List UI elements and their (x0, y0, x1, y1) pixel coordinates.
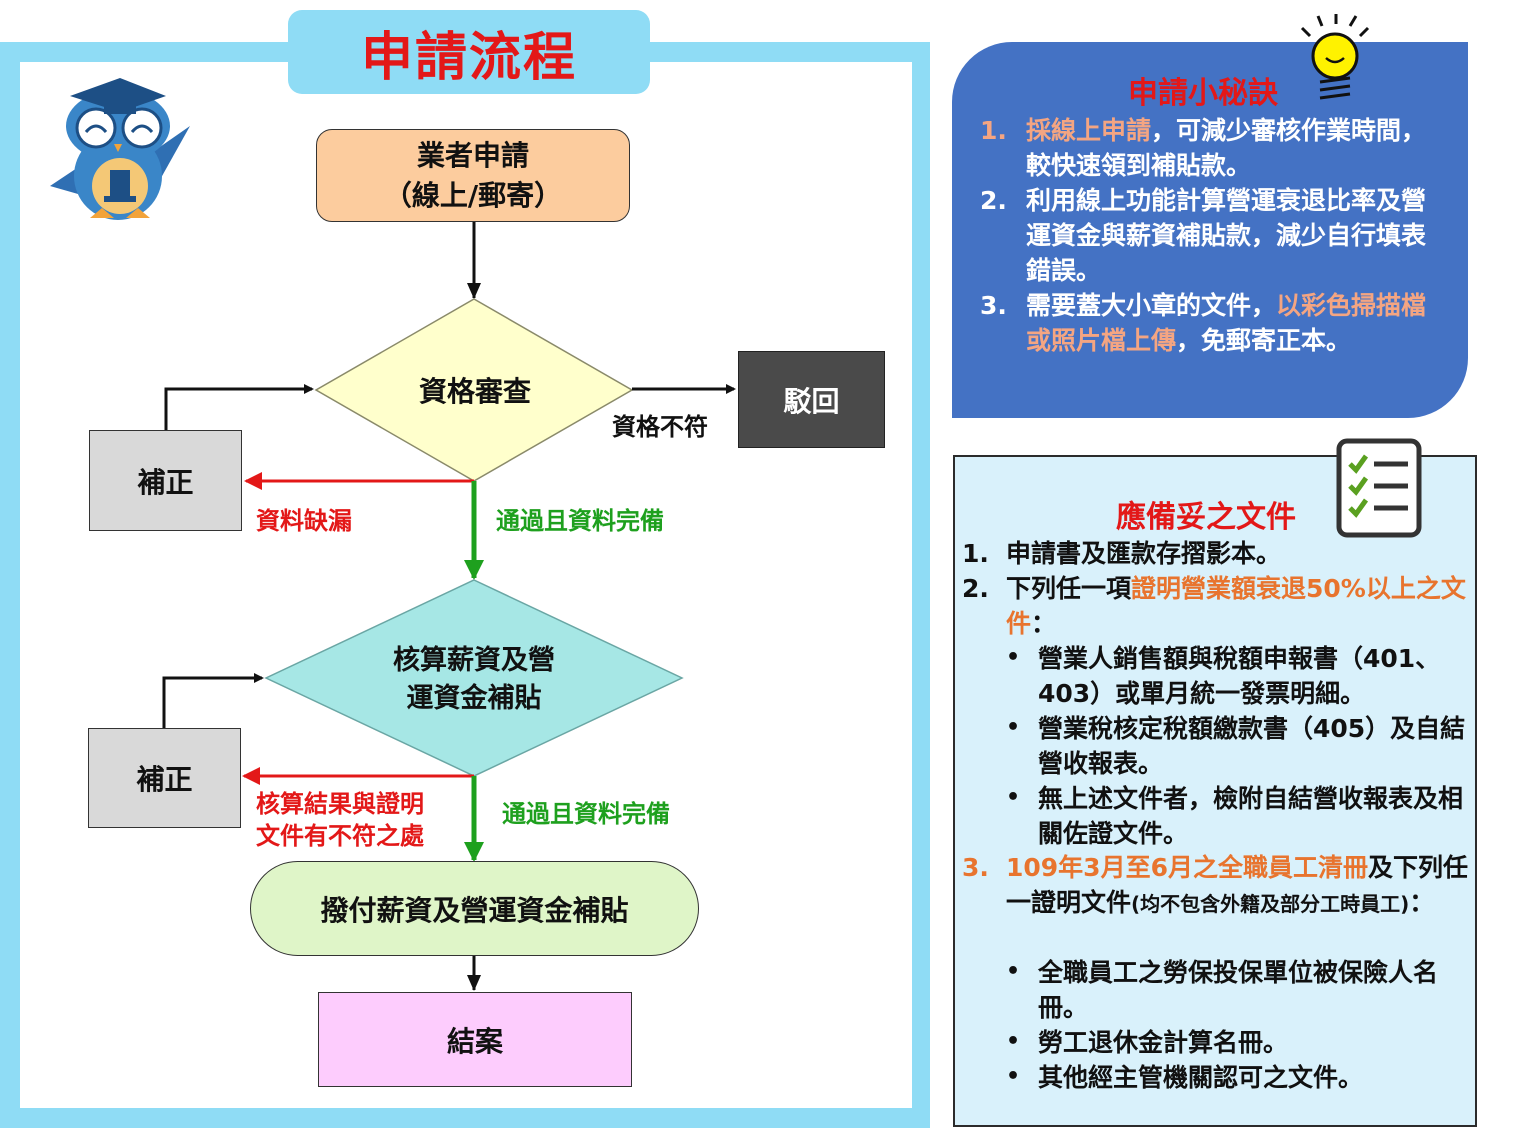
tip-3-num: 3. (980, 291, 1007, 320)
close-text: 結案 (446, 1024, 503, 1058)
doc-item-3b: 勞工退休金計算名冊。 (1038, 1028, 1289, 1057)
correct1-text: 補正 (137, 465, 194, 499)
doc-item-3: 3. 109年3月至6月之全職員工清冊及下列任一證明文件(均不包含外籍及部分工時… (962, 850, 1470, 922)
bullet-3c: • (1006, 1064, 1021, 1089)
arrow-correct1-to-review (164, 384, 314, 430)
doc-item-2-rest: ： (1031, 609, 1057, 638)
reject-node: 駁回 (738, 351, 885, 448)
bullet-2b: • (1006, 715, 1021, 740)
tip-3-rest: ，免郵寄正本。 (1176, 326, 1352, 355)
documents-title: 應備妥之文件 (1116, 500, 1296, 535)
pass-label-1: 通過且資料完備 (496, 507, 664, 535)
bullet-2c: • (1006, 785, 1021, 810)
tips-title: 申請小秘訣 (1128, 76, 1278, 111)
bullet-3b: • (1006, 1029, 1021, 1054)
doc-item-1-num: 1. (962, 539, 989, 568)
doc-item-3-highlight: 109年3月至6月之全職員工清冊 (1006, 853, 1368, 882)
arrow-correct2-to-calc (162, 673, 264, 728)
pay-node: 撥付薪資及營運資金補貼 (250, 861, 699, 956)
doc-item-3-rest: ： (1409, 888, 1435, 917)
tip-2-num: 2. (980, 186, 1007, 215)
missing-data-label: 資料缺漏 (256, 507, 352, 535)
apply-node: 業者申請 （線上/郵寄） (316, 129, 630, 222)
documents-panel (953, 455, 1477, 1127)
doc-item-1: 1. 申請書及匯款存摺影本。 (962, 536, 1462, 571)
pass-label-2: 通過且資料完備 (502, 800, 670, 828)
tip-3: 3. 需要蓋大小章的文件，以彩色掃描檔或照片檔上傳，免郵寄正本。 (980, 288, 1450, 358)
doc-item-1-text: 申請書及匯款存摺影本。 (1006, 539, 1282, 568)
correct2-text: 補正 (136, 763, 193, 796)
calc-line1: 核算薪資及營 (393, 645, 555, 676)
owl-mascot-icon (50, 78, 190, 220)
tip-1-num: 1. (980, 116, 1007, 145)
bullet-3a: • (1006, 959, 1021, 984)
doc-item-2-text: 下列任一項 (1006, 574, 1132, 603)
doc-item-2-num: 2. (962, 574, 989, 603)
doc-item-2: 2. 下列任一項證明營業額衰退50%以上之文件： (962, 571, 1470, 641)
checklist-icon (1336, 438, 1422, 538)
apply-line2: （線上/郵寄） (383, 178, 563, 212)
doc-item-2c: 無上述文件者，檢附自結營收報表及相關佐證文件。 (1038, 784, 1464, 848)
reject-condition-label: 資格不符 (612, 413, 708, 441)
flow-title: 申請流程 (360, 27, 577, 88)
tip-1-text: ，可減少審核作業時間，較快速領到補貼款。 (1026, 116, 1427, 180)
bullet-2a: • (1006, 645, 1021, 670)
doc-item-3-num: 3. (962, 853, 989, 882)
tip-1: 1. 採線上申請，可減少審核作業時間，較快速領到補貼款。 (980, 113, 1450, 183)
tip-1-highlight: 採線上申請 (1026, 116, 1152, 145)
doc-item-3a: 全職員工之勞保投保單位被保險人名冊。 (1038, 958, 1439, 1022)
review-label: 資格審查 (380, 365, 570, 415)
tip-2-text: 利用線上功能計算營運衰退比率及營運資金與薪資補貼款，減少自行填表錯誤。 (1026, 186, 1427, 285)
apply-line1: 業者申請 (416, 138, 529, 172)
mismatch-label: 核算結果與證明 文件有不符之處 (256, 788, 424, 852)
doc-item-2b: 營業稅核定稅額繳款書（405）及自結營收報表。 (1038, 714, 1466, 778)
doc-item-3-note: (均不包含外籍及部分工時員工) (1131, 892, 1410, 916)
flow-title-box: 申請流程 (288, 10, 650, 94)
tip-3-highlight: 以彩色掃描檔或照片檔上傳 (1026, 291, 1427, 355)
mismatch-line1: 核算結果與證明 (256, 790, 424, 818)
correct2-node: 補正 (88, 728, 241, 828)
doc-item-3c: 其他經主管機關認可之文件。 (1038, 1063, 1364, 1092)
doc-item-2a: 營業人銷售額與稅額申報書（401、403）或單月統一發票明細。 (1038, 644, 1441, 708)
review-text: 資格審查 (418, 375, 531, 408)
calc-line2: 運資金補貼 (406, 683, 542, 714)
close-node: 結案 (318, 992, 632, 1087)
mismatch-line2: 文件有不符之處 (256, 822, 424, 850)
tips-panel (952, 42, 1468, 418)
tip-3-text: 需要蓋大小章的文件， (1026, 291, 1277, 320)
lightbulb-icon (1300, 14, 1370, 100)
tip-2: 2. 利用線上功能計算營運衰退比率及營運資金與薪資補貼款，減少自行填表錯誤。 (980, 183, 1450, 288)
reject-text: 駁回 (783, 384, 840, 418)
doc-item-3-text: 及下列任一證明文件 (1006, 853, 1468, 917)
flow-connectors (50, 78, 736, 991)
correct1-node: 補正 (89, 430, 242, 531)
calc-label: 核算薪資及營 運資金補貼 (344, 640, 604, 720)
doc-item-2-highlight: 證明營業額衰退50%以上之文件 (1006, 574, 1466, 638)
pay-text: 撥付薪資及營運資金補貼 (320, 893, 629, 927)
